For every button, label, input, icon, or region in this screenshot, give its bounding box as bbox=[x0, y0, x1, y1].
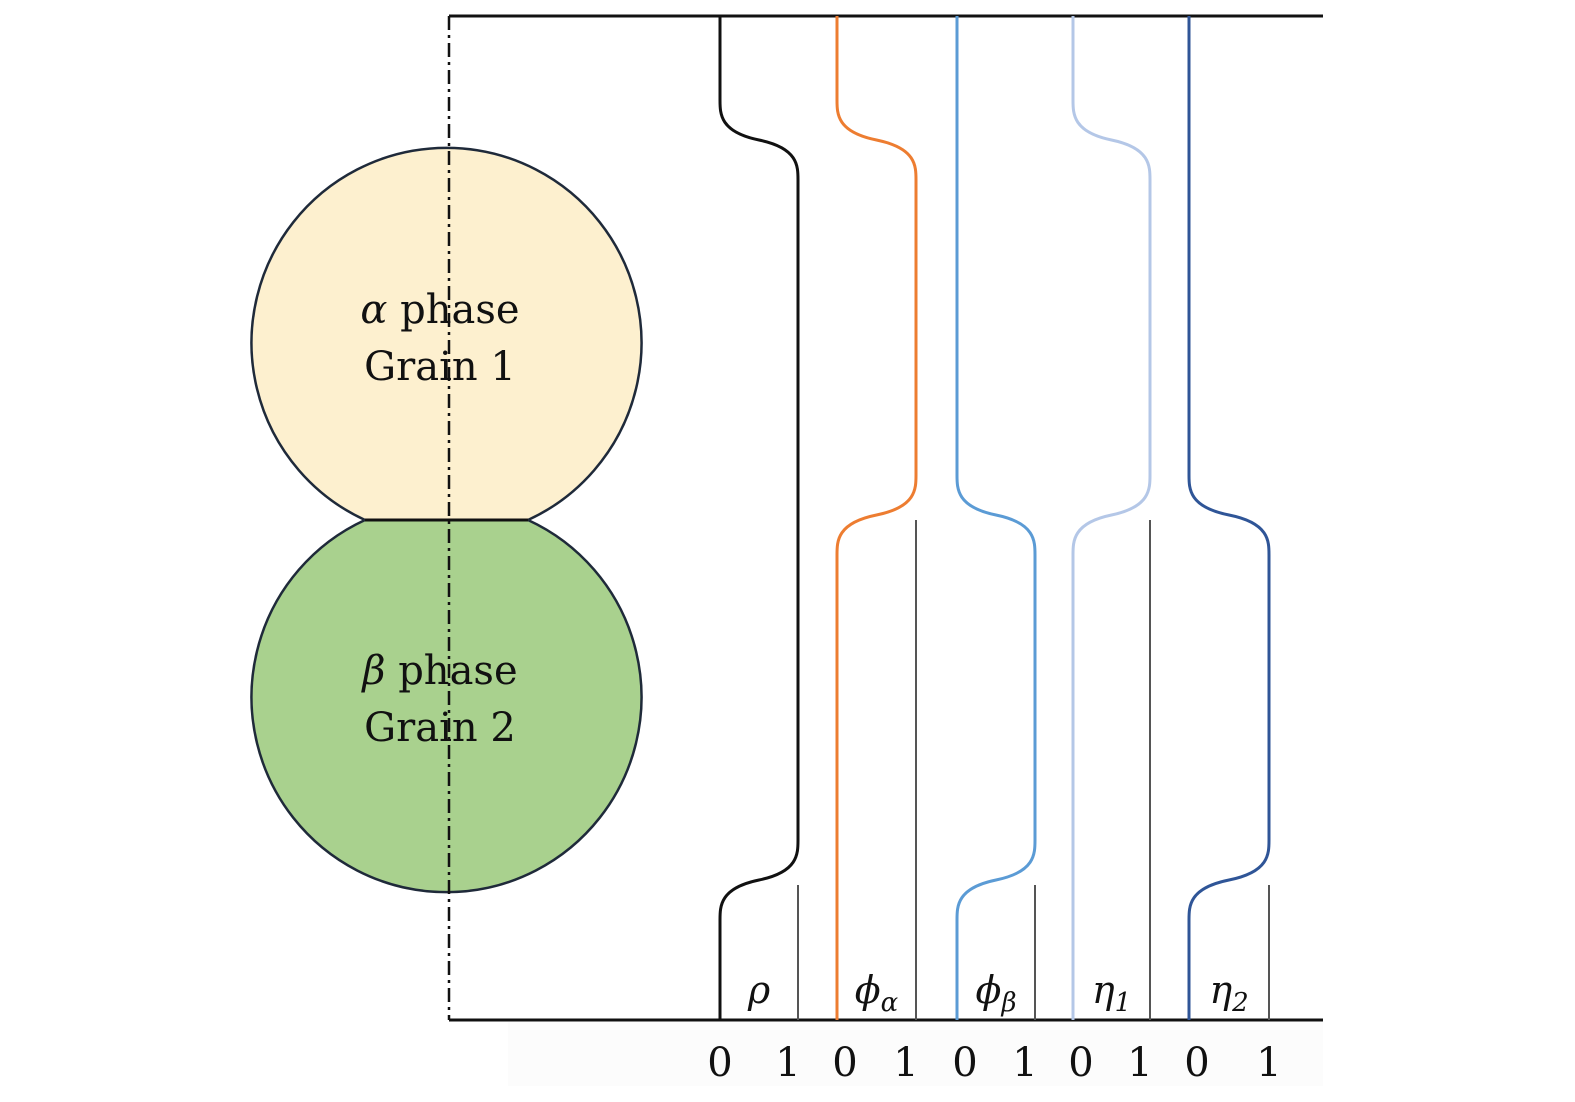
axis-tick-1-0: 0 bbox=[832, 1040, 857, 1086]
profile-curve-0 bbox=[718, 16, 800, 1020]
axis-label-band bbox=[508, 1022, 1323, 1086]
axis-tick-4-1: 1 bbox=[1256, 1040, 1281, 1086]
profile-curve-2 bbox=[955, 16, 1037, 1020]
profile-label-1: ϕα bbox=[855, 968, 899, 1018]
axis-tick-0-0: 0 bbox=[707, 1040, 732, 1086]
profile-curve-3 bbox=[1071, 16, 1152, 1020]
grain-2-beta-circle bbox=[250, 518, 643, 894]
grain-2-label: Grain 2 bbox=[364, 705, 516, 751]
axis-tick-2-1: 1 bbox=[1012, 1040, 1037, 1086]
axis-tick-4-0: 0 bbox=[1184, 1040, 1209, 1086]
profile-curve-4 bbox=[1187, 16, 1271, 1020]
axis-tick-3-1: 1 bbox=[1127, 1040, 1152, 1086]
profile-label-4: η2 bbox=[1209, 968, 1248, 1018]
grain-1-alpha-circle bbox=[250, 146, 643, 522]
profile-curve-1 bbox=[835, 16, 918, 1020]
axis-tick-0-1: 1 bbox=[775, 1040, 800, 1086]
profile-label-0: ρ bbox=[747, 968, 771, 1012]
axis-tick-3-0: 0 bbox=[1068, 1040, 1093, 1086]
grain-2-phase-label: β phase bbox=[360, 648, 517, 694]
axis-tick-2-0: 0 bbox=[952, 1040, 977, 1086]
profile-label-3: η1 bbox=[1092, 968, 1131, 1018]
grain-circles bbox=[250, 146, 643, 894]
profile-label-2: ϕβ bbox=[976, 968, 1017, 1018]
axis-tick-1-1: 1 bbox=[893, 1040, 918, 1086]
grain-1-phase-label: α phase bbox=[360, 287, 519, 333]
grain-1-label: Grain 1 bbox=[364, 344, 516, 390]
